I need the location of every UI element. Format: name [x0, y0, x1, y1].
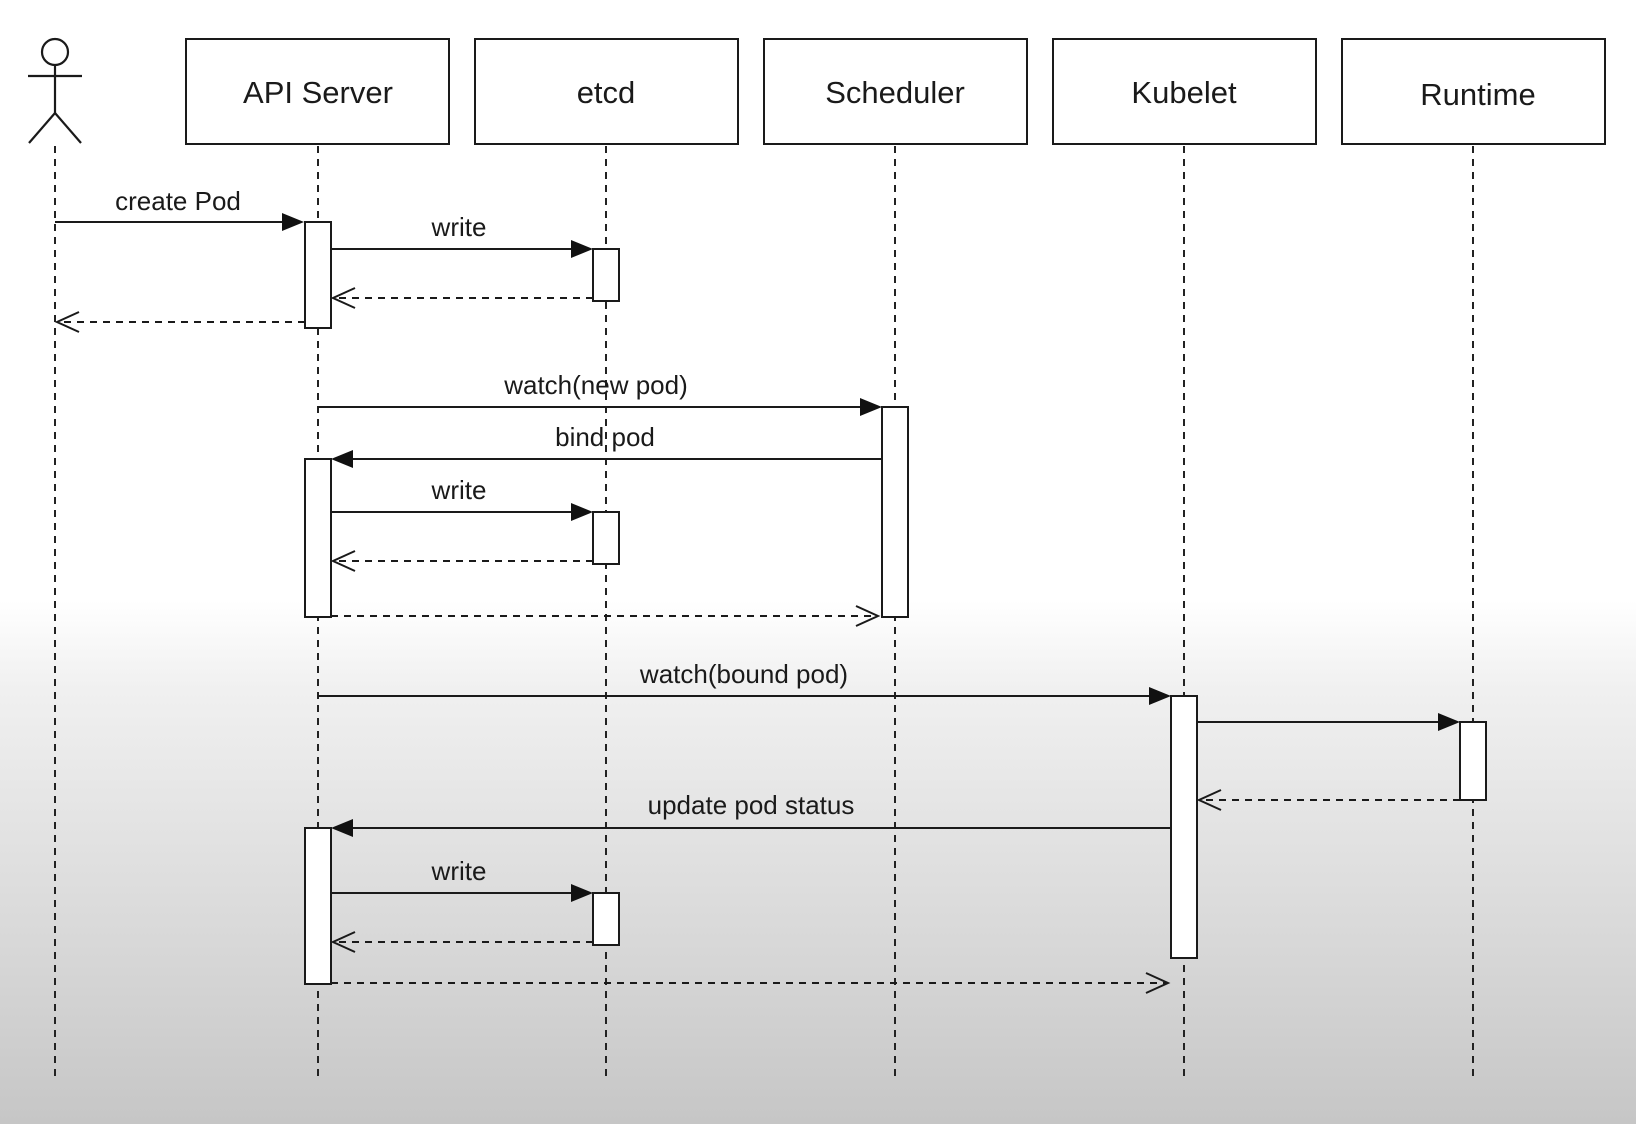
activation-scheduler-1 — [881, 406, 909, 618]
message-label: write — [431, 475, 487, 505]
activation-etcd-3 — [592, 892, 620, 946]
message-write-1: write — [331, 212, 593, 258]
participant-scheduler: Scheduler — [763, 38, 1028, 145]
message-watch-bound-pod: watch(bound pod) — [318, 659, 1171, 705]
arrowhead-open-icon — [1145, 972, 1171, 994]
message-kubelet-to-runtime — [1197, 713, 1460, 731]
message-return-kubelet — [331, 972, 1171, 994]
message-return-etcd-3 — [330, 931, 593, 953]
participant-label: Runtime — [1420, 77, 1535, 112]
arrowhead-open-icon — [54, 311, 80, 333]
message-label: watch(bound pod) — [639, 659, 848, 689]
activation-api-1 — [304, 221, 332, 329]
message-label: write — [431, 212, 487, 242]
arrowhead-solid-icon — [1149, 687, 1171, 705]
arrowhead-solid-icon — [571, 503, 593, 521]
lifelines — [54, 146, 1474, 1082]
message-return-scheduler — [331, 605, 881, 627]
message-return-etcd-2 — [330, 550, 593, 572]
activation-kubelet-1 — [1170, 695, 1198, 959]
message-watch-new-pod: watch(new pod) — [318, 370, 882, 416]
activation-etcd-1 — [592, 248, 620, 302]
arrowhead-open-icon — [330, 550, 356, 572]
message-return-runtime — [1196, 789, 1460, 811]
arrowhead-solid-icon — [571, 240, 593, 258]
arrowhead-solid-icon — [860, 398, 882, 416]
activation-runtime-1 — [1459, 721, 1487, 801]
participant-runtime: Runtime — [1341, 38, 1606, 145]
arrowhead-open-icon — [330, 287, 356, 309]
arrowhead-solid-icon — [282, 213, 304, 231]
message-update-pod-status: update pod status — [331, 790, 1171, 837]
stick-figure-icon — [28, 37, 82, 144]
participant-label: API Server — [243, 75, 393, 110]
participant-label: Scheduler — [825, 75, 965, 110]
message-label: create Pod — [115, 186, 241, 216]
message-write-3: write — [331, 856, 593, 902]
activation-api-3 — [304, 827, 332, 985]
message-label: write — [431, 856, 487, 886]
message-label: bind pod — [555, 422, 655, 452]
message-create-pod: create Pod — [55, 186, 304, 231]
message-bind-pod: bind pod — [331, 422, 882, 468]
arrowhead-solid-icon — [571, 884, 593, 902]
arrowhead-open-icon — [330, 931, 356, 953]
arrowhead-solid-icon — [331, 819, 353, 837]
message-return-etcd-1 — [330, 287, 593, 309]
participant-label: Kubelet — [1131, 75, 1237, 110]
message-write-2: write — [331, 475, 593, 521]
activations — [304, 221, 1487, 985]
arrowhead-open-icon — [855, 605, 881, 627]
participant-api-server: API Server — [185, 38, 450, 145]
arrowhead-open-icon — [1196, 789, 1222, 811]
participant-label: etcd — [577, 75, 636, 110]
message-return-actor — [54, 311, 305, 333]
participant-kubelet: Kubelet — [1052, 38, 1317, 145]
activation-etcd-2 — [592, 511, 620, 565]
activation-api-2 — [304, 458, 332, 618]
arrowhead-solid-icon — [331, 450, 353, 468]
arrowhead-solid-icon — [1438, 713, 1460, 731]
participant-etcd: etcd — [474, 38, 739, 145]
message-label: watch(new pod) — [503, 370, 688, 400]
message-label: update pod status — [648, 790, 855, 820]
